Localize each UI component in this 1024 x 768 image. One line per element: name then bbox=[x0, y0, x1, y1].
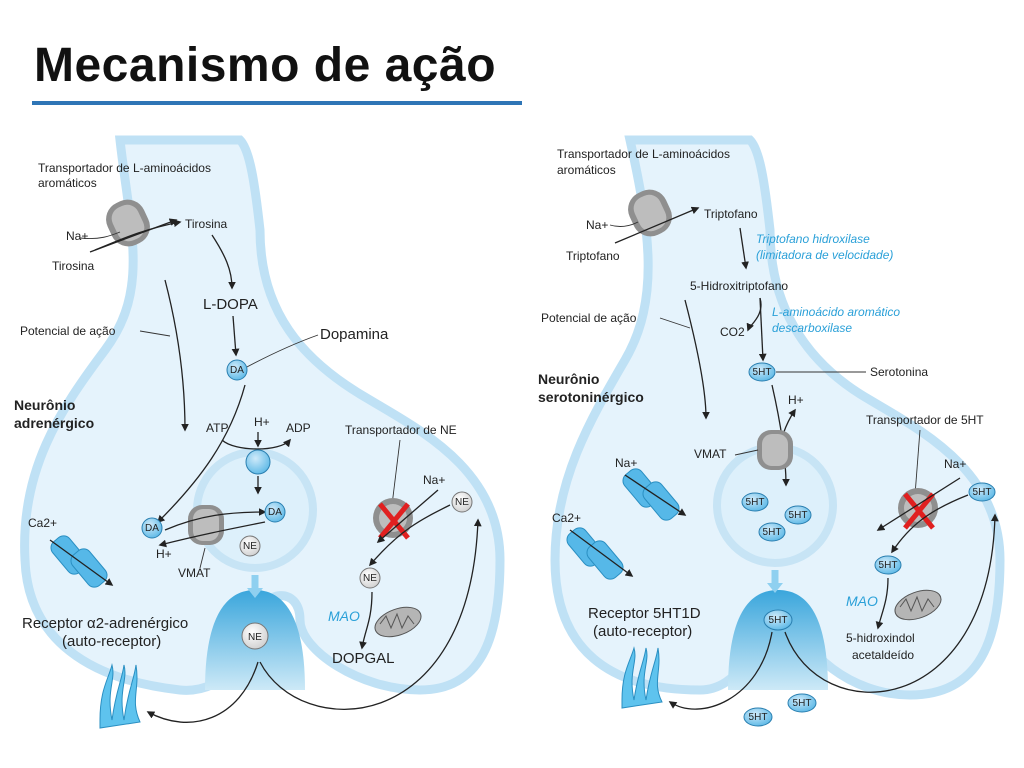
right-na-label-3: Na+ bbox=[944, 457, 966, 471]
right-neuron-label-2: serotoninérgico bbox=[538, 389, 644, 405]
amino-acid-transporter-left bbox=[106, 199, 150, 247]
left-ca-label: Ca2+ bbox=[28, 516, 57, 530]
ne-transporter-label: Transportador de NE bbox=[345, 423, 457, 437]
right-transporter-label: Transportador de L-aminoácidos bbox=[557, 147, 730, 161]
alpha2-receptor bbox=[99, 663, 141, 729]
svg-text:5HT: 5HT bbox=[769, 615, 788, 626]
vmat-left-label: VMAT bbox=[178, 566, 211, 580]
svg-text:5HT: 5HT bbox=[793, 698, 812, 709]
ne-molecule-cleft: NE bbox=[241, 622, 269, 650]
svg-text:5HT: 5HT bbox=[753, 367, 772, 378]
mitochondrion-right bbox=[894, 589, 942, 621]
vmat-right bbox=[757, 430, 793, 470]
serotonin-molecule-synapse: 5HT bbox=[968, 482, 996, 502]
enzyme-tph-label-2: (limitadora de velocidade) bbox=[756, 248, 893, 262]
sodium-channel-right bbox=[622, 468, 680, 521]
block-x-right bbox=[903, 492, 935, 530]
svg-text:NE: NE bbox=[455, 497, 469, 508]
enzyme-aadc-label-2: descarboxilase bbox=[772, 321, 852, 335]
atpase-pump bbox=[245, 449, 271, 475]
da-molecule-3: DA bbox=[264, 501, 286, 523]
left-transporter-label: Transportador de L-aminoácidos bbox=[38, 161, 211, 175]
left-neuron-label-2: adrenérgico bbox=[14, 415, 94, 431]
title-underline bbox=[32, 101, 522, 105]
serotonergic-cleft bbox=[728, 590, 828, 690]
da-molecule-2: DA bbox=[141, 517, 163, 539]
svg-text:5HT: 5HT bbox=[879, 560, 898, 571]
left-mao-label: MAO bbox=[328, 608, 360, 624]
serotonin-molecule-1: 5HT bbox=[748, 362, 776, 382]
atp-label: ATP bbox=[206, 421, 228, 435]
enzyme-tph-label: Triptofano hidroxilase bbox=[756, 232, 870, 246]
right-na-label-2: Na+ bbox=[615, 456, 637, 470]
hplus-label-1: H+ bbox=[254, 415, 270, 429]
svg-text:NE: NE bbox=[243, 541, 257, 552]
svg-text:DA: DA bbox=[145, 523, 159, 534]
serotonin-label: Serotonina bbox=[870, 365, 928, 379]
serotonin-molecule-cytosol: 5HT bbox=[874, 555, 902, 575]
ne-molecule-vesicle: NE bbox=[239, 535, 261, 557]
svg-text:5HT: 5HT bbox=[789, 510, 808, 521]
co2-label: CO2 bbox=[720, 325, 745, 339]
right-na-label: Na+ bbox=[586, 218, 608, 232]
serotonin-molecule-cleft: 5HT bbox=[763, 609, 793, 631]
svg-text:DA: DA bbox=[230, 365, 244, 376]
right-neuron-label-1: Neurônio bbox=[538, 371, 599, 387]
serotonergic-neuron-panel: Transportador de L-aminoácidos aromático… bbox=[538, 135, 1005, 727]
svg-text:DA: DA bbox=[268, 507, 282, 518]
adp-label: ADP bbox=[286, 421, 311, 435]
svg-text:5HT: 5HT bbox=[746, 497, 765, 508]
ldopa-label: L-DOPA bbox=[203, 296, 258, 313]
right-transporter-label-2: aromáticos bbox=[557, 163, 616, 177]
enzyme-aadc-label: L-aminoácido aromático bbox=[772, 305, 900, 319]
slide-title: Mecanismo de ação bbox=[34, 39, 497, 92]
left-action-potential-label: Potencial de ação bbox=[20, 324, 116, 338]
left-receptor-label: Receptor α2-adrenérgico bbox=[22, 615, 188, 632]
right-receptor-label-2: (auto-receptor) bbox=[593, 623, 692, 640]
right-mao-label: MAO bbox=[846, 593, 878, 609]
svg-text:5HT: 5HT bbox=[749, 712, 768, 723]
svg-text:NE: NE bbox=[363, 573, 377, 584]
adrenergic-neuron-panel: Transportador de L-aminoácidos aromático… bbox=[14, 135, 505, 729]
serotonin-molecule-v2: 5HT bbox=[784, 505, 812, 525]
da-molecule-1: DA bbox=[226, 359, 248, 381]
5ht1d-receptor bbox=[621, 646, 663, 709]
ne-molecule-cytosol: NE bbox=[359, 567, 381, 589]
hiaa-label-1: 5-hidroxindol bbox=[846, 631, 915, 645]
left-neuron-label-1: Neurônio bbox=[14, 397, 75, 413]
vmat-right-label: VMAT bbox=[694, 447, 727, 461]
hplus-label-2: H+ bbox=[156, 547, 172, 561]
right-trp-in: Triptofano bbox=[704, 207, 758, 221]
mitochondrion-left bbox=[374, 606, 422, 638]
left-receptor-label-2: (auto-receptor) bbox=[62, 633, 161, 650]
right-hplus-label: H+ bbox=[788, 393, 804, 407]
sert-label: Transportador de 5HT bbox=[866, 413, 984, 427]
serotonin-molecule-ext-2: 5HT bbox=[787, 693, 817, 713]
dopgal-label: DOPGAL bbox=[332, 650, 395, 667]
left-tyrosine-in: Tirosina bbox=[185, 217, 228, 231]
right-ca-label: Ca2+ bbox=[552, 511, 581, 525]
right-receptor-label: Receptor 5HT1D bbox=[588, 605, 701, 622]
ne-molecule-synapse: NE bbox=[451, 491, 473, 513]
amino-acid-transporter-right bbox=[628, 189, 672, 237]
vmat-left bbox=[188, 505, 224, 545]
dopamine-label: Dopamina bbox=[320, 326, 389, 343]
left-na-label: Na+ bbox=[66, 229, 88, 243]
serotonin-molecule-v1: 5HT bbox=[741, 492, 769, 512]
hiaa-label-2: acetaldeído bbox=[852, 648, 914, 662]
left-transporter-label-2: aromáticos bbox=[38, 176, 97, 190]
left-na-label-2: Na+ bbox=[423, 473, 445, 487]
svg-text:5HT: 5HT bbox=[763, 527, 782, 538]
serotonin-molecule-v3: 5HT bbox=[758, 522, 786, 542]
svg-text:NE: NE bbox=[248, 632, 262, 643]
serotonin-molecule-ext-1: 5HT bbox=[743, 707, 773, 727]
left-tyrosine-out: Tirosina bbox=[52, 259, 95, 273]
right-trp-out: Triptofano bbox=[566, 249, 620, 263]
svg-text:5HT: 5HT bbox=[973, 487, 992, 498]
right-action-potential-label: Potencial de ação bbox=[541, 311, 637, 325]
htp-label: 5-Hidroxitriptofano bbox=[690, 279, 788, 293]
